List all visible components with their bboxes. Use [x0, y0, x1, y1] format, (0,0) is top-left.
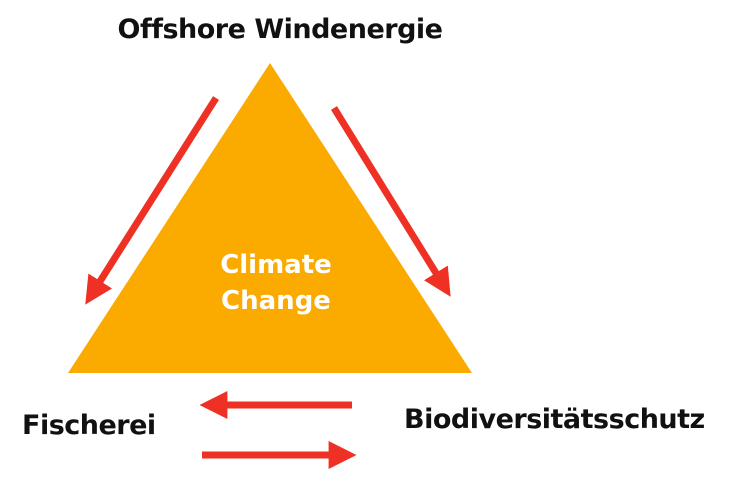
node-offshore-wind: Offshore Windenergie [117, 14, 443, 45]
arrow-wind-to-biodiversity [331, 106, 451, 297]
arrow-wind-to-fishery [85, 96, 219, 305]
center-label-line2: Change [221, 286, 331, 316]
climate-change-triangle [68, 63, 472, 373]
node-fishery: Fischerei [22, 410, 156, 441]
center-label-line1: Climate [220, 250, 332, 280]
node-biodiversity: Biodiversitätsschutz [404, 404, 705, 435]
